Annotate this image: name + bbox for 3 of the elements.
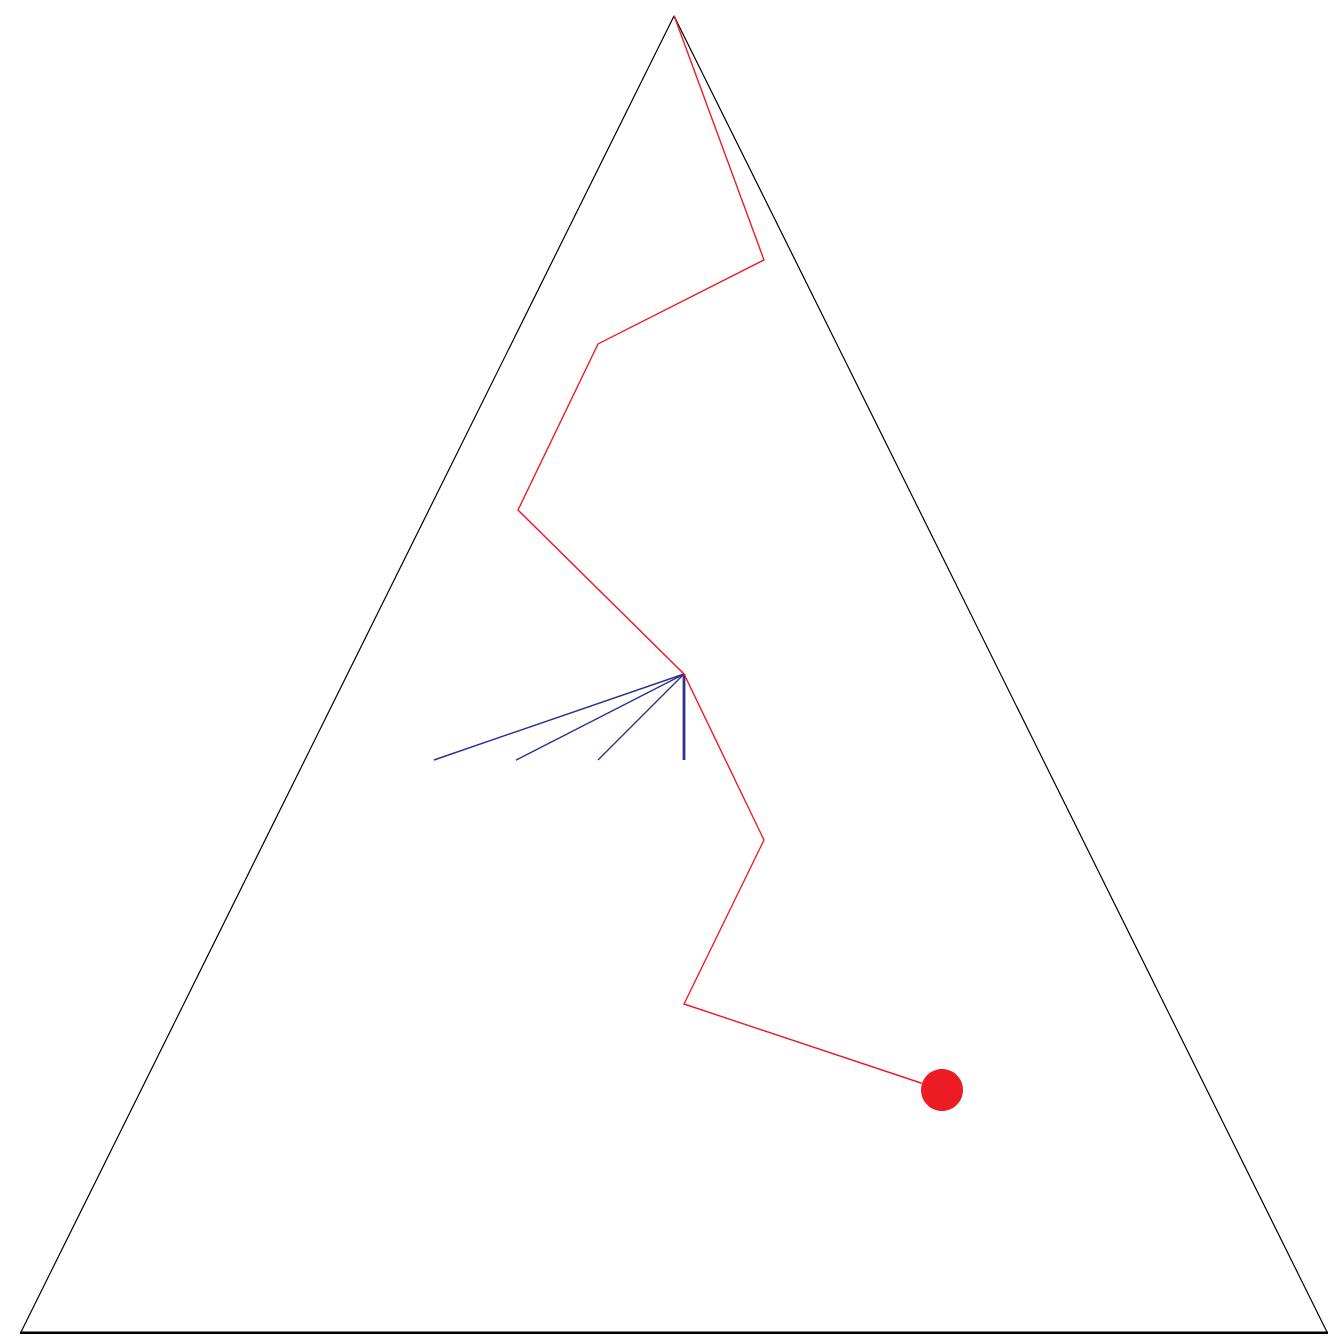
- end-dot: [921, 1069, 963, 1111]
- triangle-outline: [20, 16, 1328, 1334]
- path-line: [517, 14, 923, 1084]
